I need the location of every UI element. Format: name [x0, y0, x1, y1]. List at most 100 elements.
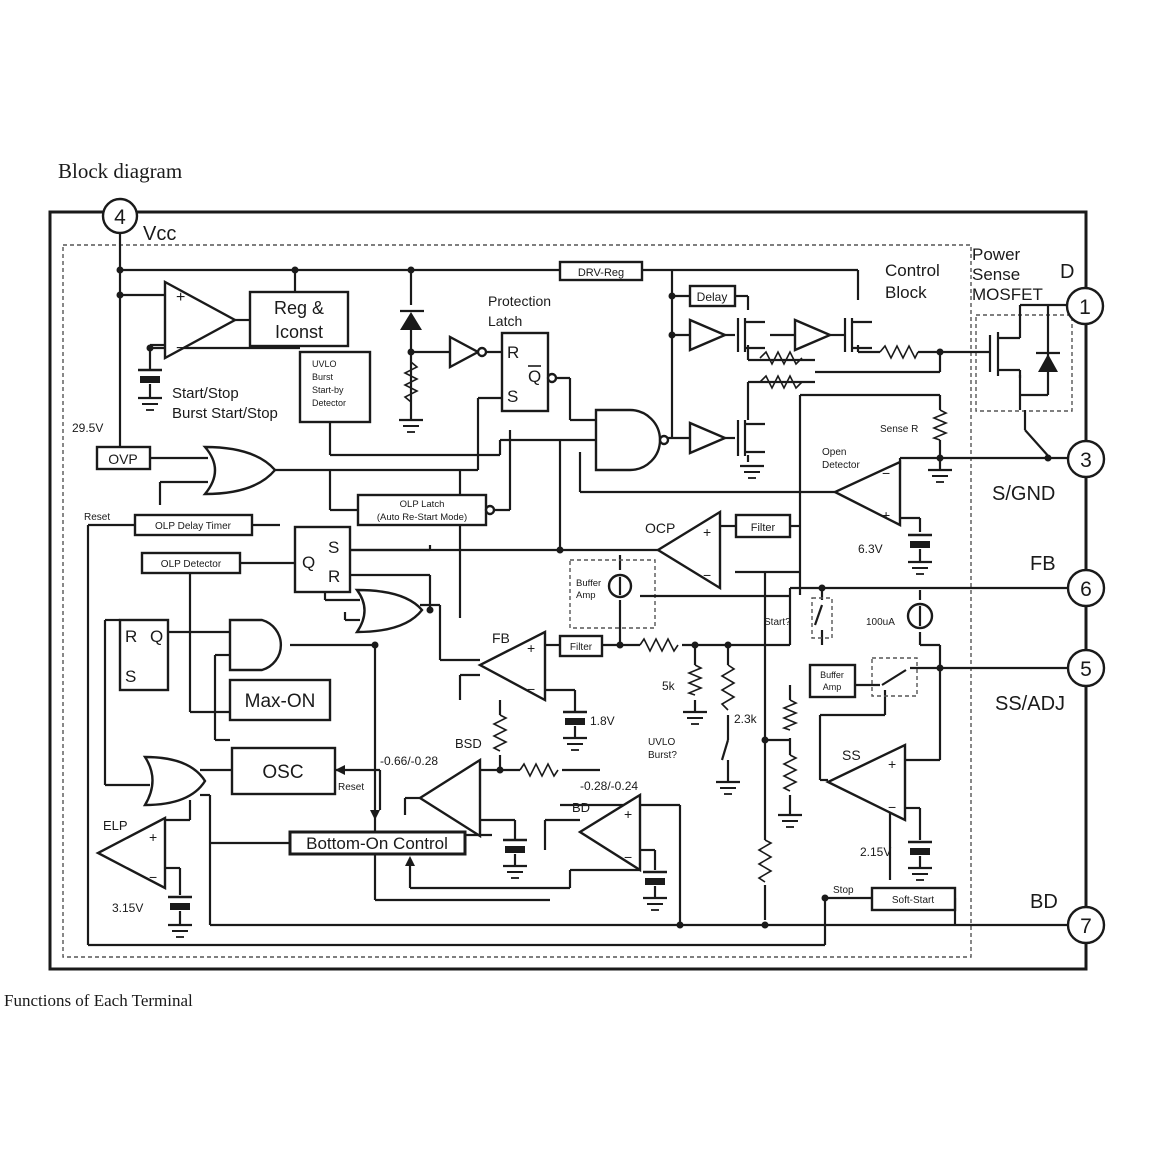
bsd-comparator: [417, 757, 482, 839]
bsd-resistor: [492, 714, 508, 752]
mosfet-label-2: Sense: [972, 265, 1020, 284]
footer-heading-cut: Functions of Each Terminal: [4, 991, 193, 1010]
olp-sr-latch: [293, 525, 352, 594]
elp-comparator: [95, 816, 167, 890]
vcc-capacitor-ground: [136, 368, 164, 412]
delay-block: [688, 284, 737, 308]
ocp-filter-block: [734, 513, 792, 539]
stop-label: Stop: [833, 885, 854, 896]
pin-s-gnd[interactable]: 3 S/GND: [992, 439, 1106, 505]
protection-buffer: [448, 334, 481, 370]
buffer-amp-2-label-2: Amp: [823, 682, 842, 692]
uvlo-burst-label-2: Burst?: [648, 750, 677, 761]
pin-d[interactable]: 1 D: [1060, 261, 1105, 326]
page-title: Block diagram: [58, 159, 182, 183]
pin-vcc[interactable]: 4 Vcc: [101, 197, 176, 245]
gate-resistor-3: [879, 344, 919, 360]
fb-amp-label: FB: [492, 630, 510, 646]
buffer-amp-1-label-2: Amp: [576, 590, 596, 601]
vcc-comp-plus: +: [176, 289, 185, 306]
buffer-amp-1-label-1: Buffer: [576, 578, 601, 589]
fb-amplifier: [477, 630, 547, 703]
elp-label: ELP: [103, 818, 128, 833]
zener-resistor: [403, 361, 419, 403]
soft-start-block: [870, 886, 957, 912]
max-on-block: [228, 678, 332, 722]
r2-3k-label: 2.3k: [734, 712, 758, 726]
burst-start-stop-label: Burst Start/Stop: [172, 405, 278, 422]
pin-4-name: Vcc: [143, 223, 176, 245]
ocp-plus: +: [703, 524, 711, 540]
uvlo-label-4: Detector: [312, 398, 346, 408]
r2-3k-resistor: [720, 664, 736, 711]
open-det-minus: −: [882, 465, 890, 481]
v3-15-label: 3.15V: [112, 901, 143, 915]
pin-ss-adj[interactable]: 5 SS/ADJ: [995, 648, 1106, 715]
v2-15-label: 2.15V: [860, 845, 891, 859]
main-nand-gate: [594, 408, 662, 472]
elp-plus: +: [149, 829, 157, 845]
bottom-on-control-label: Bottom-On Control: [306, 834, 448, 853]
ovp-label: OVP: [108, 451, 138, 467]
olp-latch-block: [356, 493, 488, 527]
olp-delay-timer-block: [133, 513, 254, 537]
gate-resistor-1: [759, 350, 803, 366]
v1-8-reference: [561, 710, 589, 727]
reg-iconst-label-2: Iconst: [275, 322, 323, 342]
r5k-label: 5k: [662, 679, 676, 693]
latch3-q-label: Q: [150, 627, 163, 646]
ovp-or-gate: [202, 445, 277, 496]
driver-buffer-2: [793, 318, 834, 352]
ss-label: SS: [842, 747, 861, 763]
latch-qbar-label: Q: [528, 367, 541, 386]
ocp-minus: −: [703, 567, 711, 583]
pin-5-name: SS/ADJ: [995, 693, 1065, 715]
v2-15-reference: [906, 840, 934, 857]
drv-reg-label: DRV-Reg: [578, 267, 624, 279]
bsd-reference: [501, 838, 529, 855]
latch2-r-label: R: [328, 567, 340, 586]
elp-minus: −: [149, 869, 157, 885]
vcc-comparator: [163, 279, 238, 361]
ocp-filter-label: Filter: [751, 522, 776, 534]
reset-label-1: Reset: [84, 512, 110, 523]
wiring: [86, 234, 1068, 947]
fb-filter-block: [558, 634, 604, 658]
open-detector-comparator: [832, 460, 902, 527]
zener-diode-icon: [400, 312, 422, 330]
soft-start-label: Soft-Start: [892, 895, 934, 906]
pin-fb[interactable]: 6 FB: [1030, 553, 1106, 608]
latch3-r-label: R: [125, 627, 137, 646]
ocp-comparator: [655, 509, 722, 591]
ss-plus: +: [888, 756, 896, 772]
pin-7-number: 7: [1080, 915, 1092, 938]
bsd-threshold-label: -0.66/-0.28: [380, 754, 438, 768]
start-label: Start?: [764, 617, 791, 628]
pin-bd[interactable]: 7 BD: [1030, 891, 1106, 945]
mosfet-label-3: MOSFET: [972, 285, 1043, 304]
pin-3-circle: [1066, 439, 1106, 479]
control-block-label-1: Control: [885, 261, 940, 280]
open-detector-label-2: Detector: [822, 460, 860, 471]
pin-6-circle: [1066, 568, 1106, 608]
driver-transistor-3: [736, 420, 766, 480]
sense-resistor: [931, 409, 949, 441]
delay-label: Delay: [697, 290, 728, 304]
ss-comparator: [825, 743, 907, 822]
pin-7-circle: [1066, 905, 1106, 945]
driver-transistor-2: [843, 318, 872, 352]
fb-amp-plus: +: [527, 640, 535, 656]
buffer-amp-2-label-1: Buffer: [820, 670, 844, 680]
olp-latch-label-1: OLP Latch: [400, 499, 445, 510]
fb-amp-minus: −: [527, 681, 535, 697]
bd-minus: −: [624, 849, 632, 865]
bd-threshold-label: -0.28/-0.24: [580, 779, 638, 793]
max-on-label: Max-ON: [245, 691, 316, 712]
bd-reference: [641, 870, 669, 887]
pin-3-name: S/GND: [992, 483, 1055, 505]
zener-ground: [397, 418, 425, 434]
pin-4-number: 4: [114, 206, 126, 229]
start-stop-label: Start/Stop: [172, 385, 239, 402]
latch2-s-label: S: [328, 538, 339, 557]
ovp-block: [95, 445, 152, 471]
